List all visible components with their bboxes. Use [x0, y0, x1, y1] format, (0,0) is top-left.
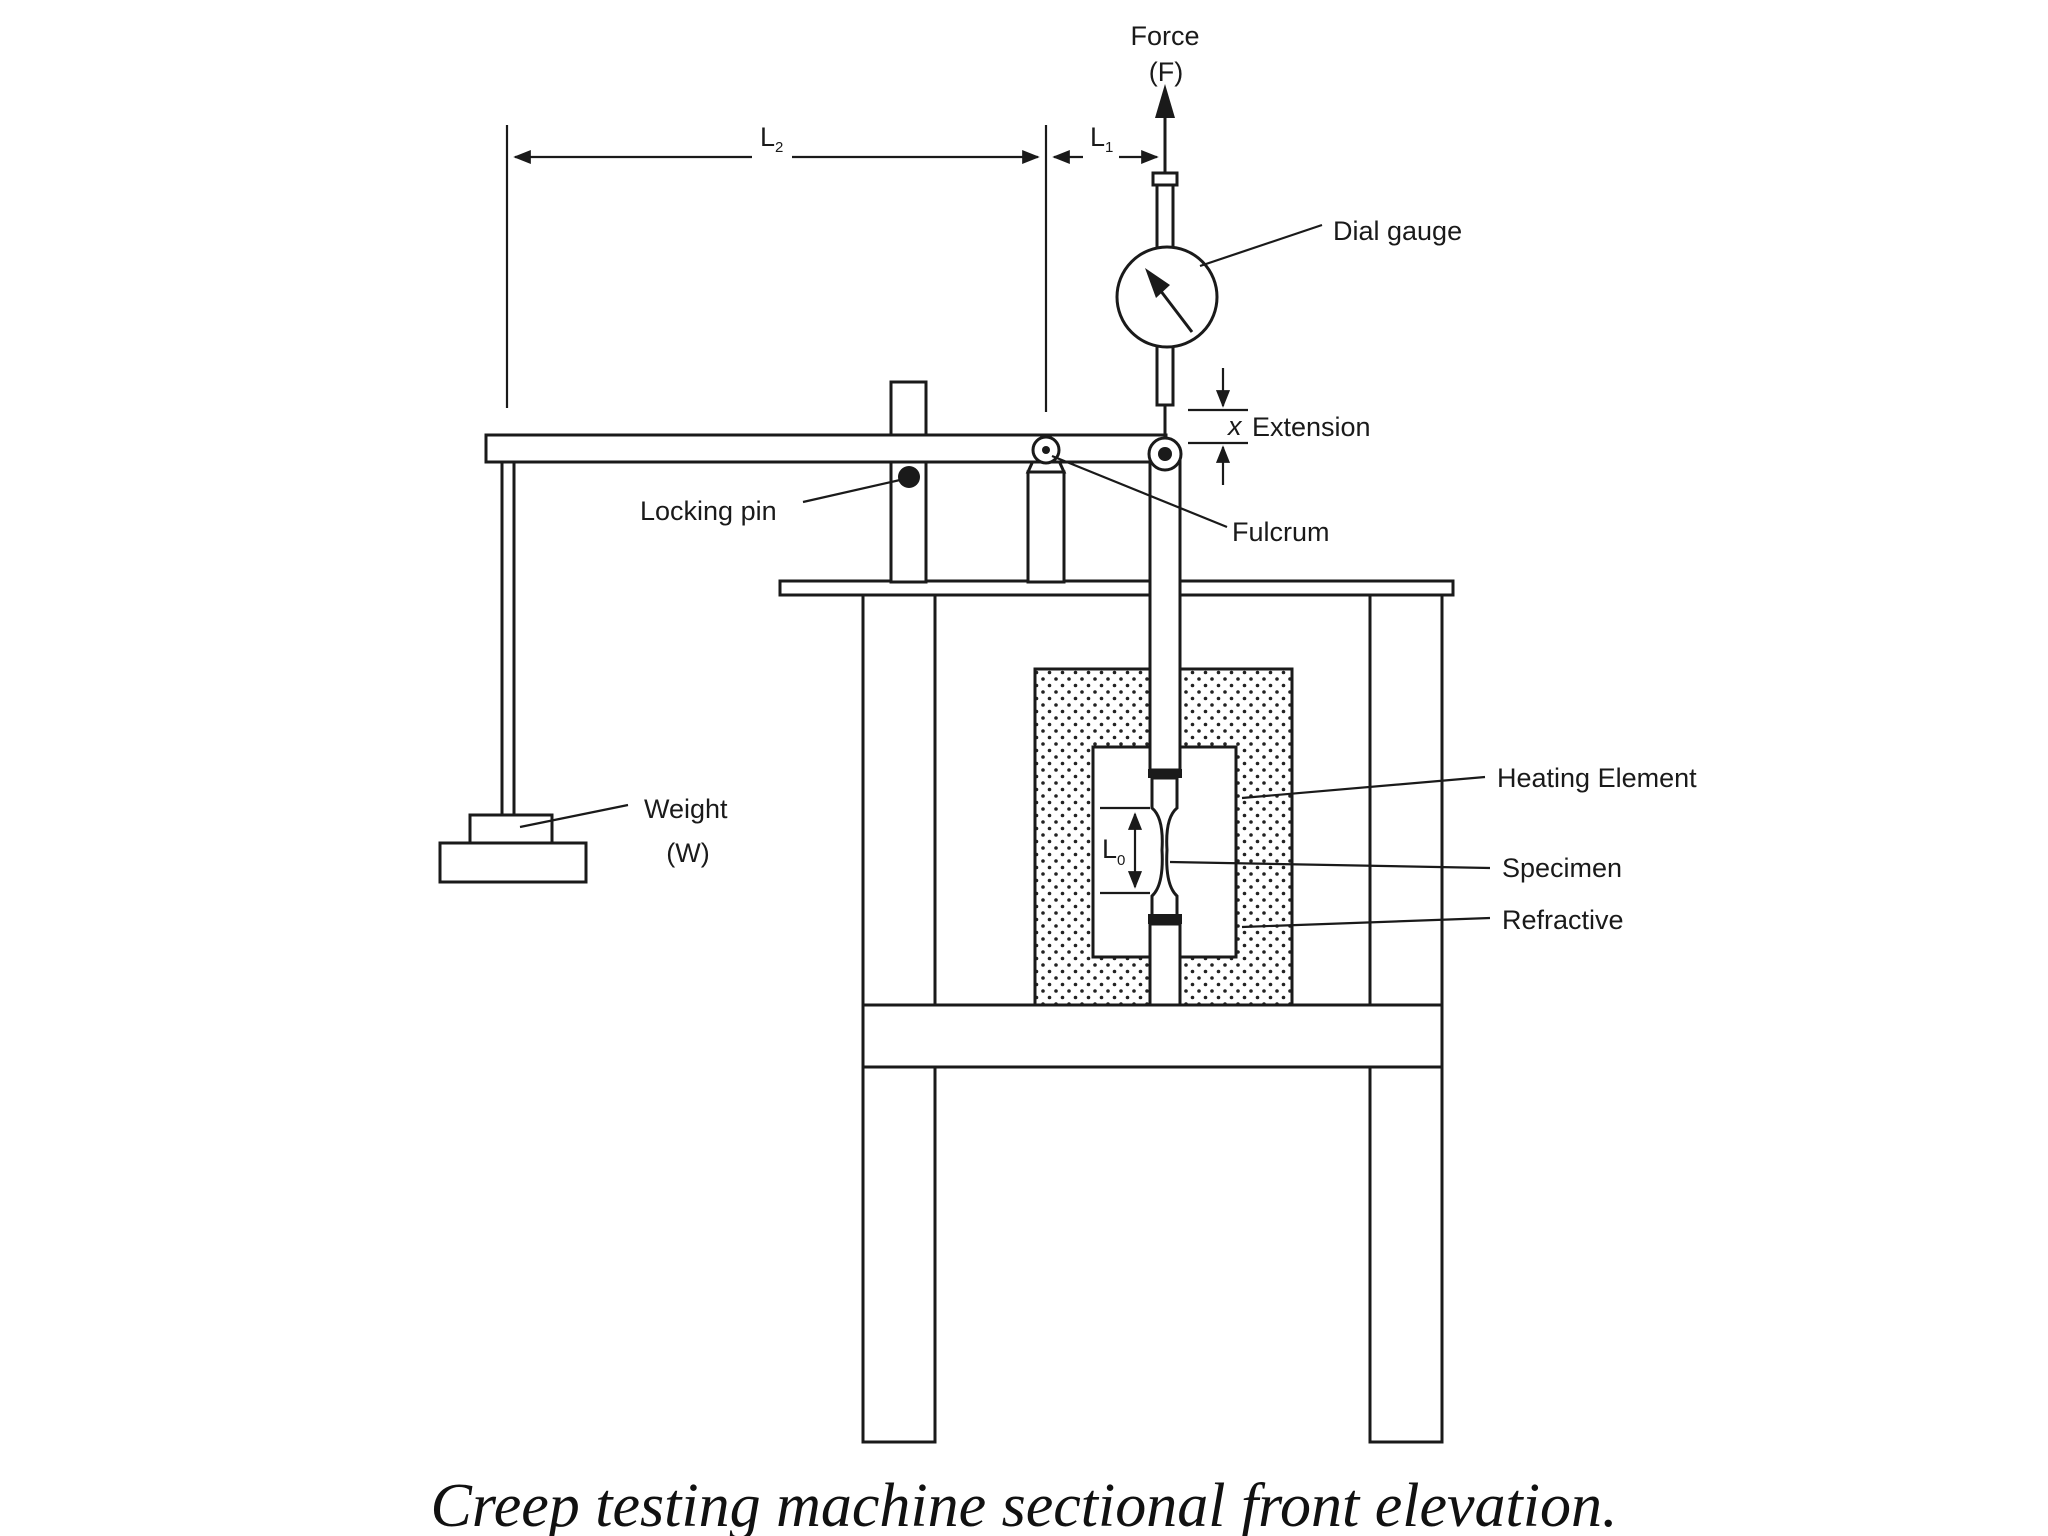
fulcrum-post [1026, 470, 1066, 584]
weight-label: Weight [644, 794, 728, 824]
crossbar [861, 1003, 1444, 1069]
locking-pin-label: Locking pin [640, 496, 777, 526]
l2-label: L2 [760, 122, 783, 156]
lever-system [438, 380, 1183, 884]
left-leg-lower [861, 1065, 937, 1444]
l1-label: L1 [1090, 122, 1113, 156]
pull-rod [1148, 456, 1182, 772]
table-top [778, 579, 1455, 597]
weight-top [468, 813, 554, 845]
l0-label: L0 [1102, 834, 1125, 869]
labels: Force (F) Dial gauge Extension Locking p… [640, 21, 1697, 935]
specimen-label: Specimen [1502, 853, 1622, 883]
extension-symbol: x [1226, 411, 1243, 441]
machine-frame [778, 579, 1455, 1444]
fulcrum-label: Fulcrum [1232, 517, 1330, 547]
pull-rod-assembly [1148, 456, 1182, 1007]
lower-rod [1148, 922, 1182, 1007]
lever-beam [484, 433, 1168, 464]
locking-pin [898, 466, 920, 488]
upper-grip [1148, 769, 1182, 778]
heating-element-label: Heating Element [1497, 763, 1697, 793]
dial-needle [1155, 285, 1194, 333]
refractive-label: Refractive [1502, 905, 1624, 935]
weight-symbol: (W) [666, 838, 709, 868]
right-leg-upper [1368, 593, 1444, 1007]
dial-gauge-assembly [1115, 84, 1219, 438]
force-label: Force [1130, 21, 1199, 51]
figure-caption: Creep testing machine sectional front el… [431, 1472, 1618, 1536]
weight-rod [500, 460, 516, 817]
extension-indicator: x [1188, 368, 1248, 485]
dial-gauge-label: Dial gauge [1333, 216, 1462, 246]
left-leg-upper [861, 593, 937, 1007]
extension-label: Extension [1252, 412, 1371, 442]
gauge-cap [1151, 171, 1179, 187]
lever-dimensions: L2 L1 [505, 122, 1159, 412]
leader-lines [519, 223, 1491, 929]
weight-base [438, 841, 588, 884]
right-leg-lower [1368, 1065, 1444, 1444]
gauge-length-indicator: L0 [1100, 806, 1150, 895]
lower-grip [1148, 914, 1182, 924]
force-symbol: (F) [1149, 57, 1183, 87]
